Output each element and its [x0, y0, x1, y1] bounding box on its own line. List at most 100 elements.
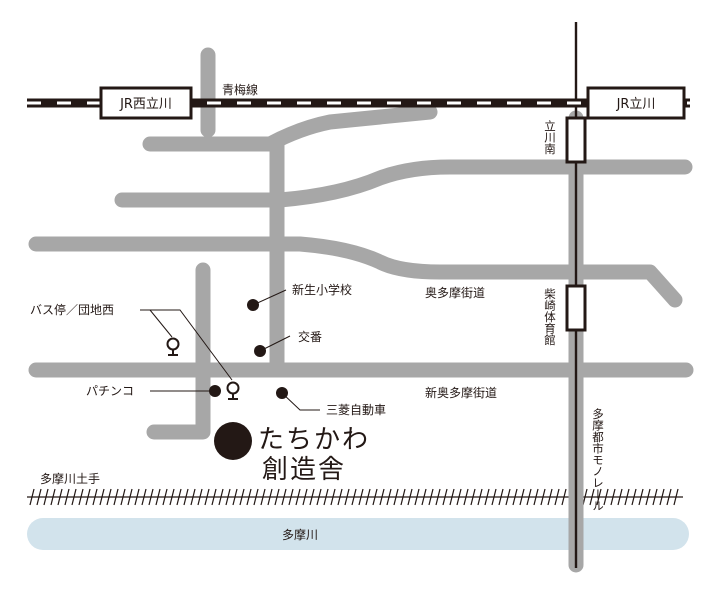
embankment-hatch-mark [561, 488, 567, 506]
embankment-hatch-mark [365, 488, 371, 506]
embankment-hatch-mark [344, 488, 350, 506]
landmark-label: 新生小学校 [292, 282, 352, 297]
embankment-hatch-mark [596, 488, 602, 506]
embankment-hatch-mark [190, 488, 196, 506]
embankment-hatch-mark [204, 488, 210, 506]
station-shibasaki-taiikukan: 柴崎体育館 [543, 284, 587, 346]
embankment-hatch-mark [162, 488, 168, 506]
embankment-hatch-mark [218, 488, 224, 506]
embankment-hatch-mark [267, 488, 273, 506]
embankment-hatch-mark [330, 488, 336, 506]
station-box [586, 86, 686, 120]
station-tachikawa-minami: 立川南 [543, 116, 587, 164]
embankment-hatch-mark [183, 488, 189, 506]
embankment-hatch-mark [463, 488, 469, 506]
embankment-hatch-mark [652, 488, 658, 506]
river-band [27, 518, 689, 550]
embankment-hatch-mark [484, 488, 490, 506]
embankment-hatch-mark [169, 488, 175, 506]
leader-line [149, 309, 173, 338]
embankment-hatch-mark [372, 488, 378, 506]
station-box [565, 284, 587, 332]
landmark-pachinko: パチンコ [86, 384, 221, 398]
bus-stop-label: バス停／団地西 [30, 302, 114, 317]
river-label: 多摩川 [282, 527, 318, 542]
embankment-hatch-mark [645, 488, 651, 506]
embankment-hatch-mark [491, 488, 497, 506]
bus-stop-danchi-nishi: バス停／団地西 [30, 302, 240, 400]
dot-marker-icon [209, 385, 221, 397]
destination-marker-icon [214, 422, 252, 460]
embankment-hatch-mark [470, 488, 476, 506]
station-box [99, 86, 193, 120]
embankment-hatch-mark [337, 488, 343, 506]
road-oku-tama-kaido [28, 236, 683, 308]
shin-oku-tama-kaido-label: 新奥多摩街道 [425, 385, 497, 400]
embankment-hatch-mark [50, 488, 56, 506]
embankment-hatch-mark [512, 488, 518, 506]
road-left-vertical [146, 262, 211, 440]
monorail-label: 多摩都市モノレール [591, 407, 605, 511]
bus-stop-icon [226, 381, 240, 400]
embankment-hatch-mark [617, 488, 623, 506]
embankment-hatch-mark [155, 488, 161, 506]
embankment-hatch-mark [477, 488, 483, 506]
embankment-hatch-mark [309, 488, 315, 506]
embankment-hatch-mark [274, 488, 280, 506]
embankment-hatch-mark [351, 488, 357, 506]
embankment-hatch-mark [92, 488, 98, 506]
embankment-hatch-mark [519, 488, 525, 506]
embankment-hatch-mark [239, 488, 245, 506]
destination-tachikawa-sozosha: たちかわ 創造舎 [214, 422, 370, 485]
embankment-hatch-mark [99, 488, 105, 506]
embankment-hatch-mark [533, 488, 539, 506]
embankment-hatch-mark [386, 488, 392, 506]
embankment-hatch-mark [428, 488, 434, 506]
leader-line [259, 335, 291, 352]
embankment-hatch-mark [106, 488, 112, 506]
station-jr-tachikawa: JR立川 [586, 86, 686, 120]
embankment-hatch-mark [246, 488, 252, 506]
embankment-hatch-mark [36, 488, 42, 506]
embankment-hatch-mark [456, 488, 462, 506]
tama-river: 多摩川 [27, 518, 689, 550]
embankment-hatch-mark [253, 488, 259, 506]
embankment-hatch-mark [435, 488, 441, 506]
destination-name-line1: たちかわ [258, 425, 370, 455]
embankment-hatch-mark [526, 488, 532, 506]
embankment-hatch-mark [141, 488, 147, 506]
embankment-hatch-mark [610, 488, 616, 506]
embankment-hatch-mark [120, 488, 126, 506]
embankment-hatch-mark [113, 488, 119, 506]
embankment-hatch-mark [225, 488, 231, 506]
oku-tama-kaido-label: 奥多摩街道 [425, 285, 485, 300]
bus-stop-icon [166, 337, 180, 356]
embankment-hatch [29, 488, 679, 506]
landmark-koban: 交番 [254, 329, 322, 357]
landmark-label: 交番 [298, 329, 322, 344]
embankment-label: 多摩川土手 [40, 471, 100, 486]
landmark-shinsei-elementary: 新生小学校 [247, 282, 352, 311]
station-label: 柴崎体育館 [543, 287, 557, 346]
road-network [28, 47, 694, 440]
embankment-hatch-mark [638, 488, 644, 506]
station-label: JR立川 [616, 97, 656, 112]
embankment-hatch-mark [148, 488, 154, 506]
embankment-hatch-mark [78, 488, 84, 506]
embankment-hatch-mark [316, 488, 322, 506]
station-label: JR西立川 [119, 97, 172, 112]
embankment-hatch-mark [57, 488, 63, 506]
embankment-hatch-mark [302, 488, 308, 506]
embankment-hatch-mark [421, 488, 427, 506]
embankment-hatch-mark [589, 488, 595, 506]
embankment-hatch-mark [134, 488, 140, 506]
embankment-hatch-mark [393, 488, 399, 506]
landmark-mitsubishi-motors: 三菱自動車 [276, 387, 386, 417]
embankment-hatch-mark [260, 488, 266, 506]
embankment-hatch-mark [288, 488, 294, 506]
embankment-hatch-mark [631, 488, 637, 506]
tamagawa-embankment: 多摩川土手 [27, 471, 683, 506]
leader-line [281, 392, 320, 411]
embankment-hatch-mark [323, 488, 329, 506]
leader-line [252, 289, 287, 306]
